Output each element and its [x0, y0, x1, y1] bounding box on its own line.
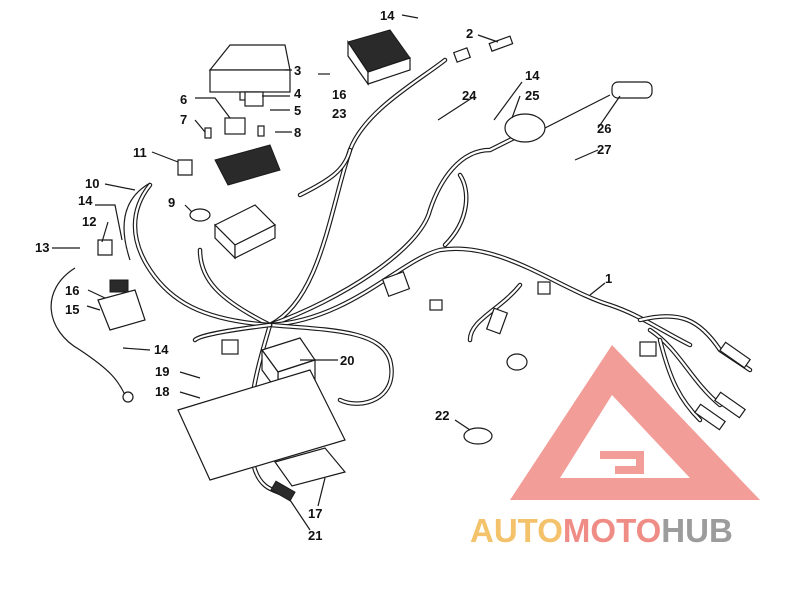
callout-4: 4 [294, 86, 302, 101]
callout-3: 3 [294, 63, 301, 78]
callout-9: 9 [168, 195, 175, 210]
callout-14: 14 [78, 193, 93, 208]
callout-5: 5 [294, 103, 301, 118]
clamp-part [189, 208, 211, 222]
callout-16: 16 [332, 87, 346, 102]
callout-7: 7 [180, 112, 187, 127]
callout-23: 23 [332, 106, 346, 121]
callout-11: 11 [133, 145, 147, 160]
callout-2: 2 [466, 26, 473, 41]
terminal-boot [97, 239, 113, 256]
voltage-regulator [347, 29, 411, 86]
relay-part [244, 91, 264, 107]
callout-10: 10 [85, 176, 99, 191]
callout-20: 20 [340, 353, 354, 368]
callout-18: 18 [155, 384, 169, 399]
terminal-boot [177, 159, 193, 176]
callout-19: 19 [155, 364, 169, 379]
mounting-plate [177, 369, 346, 481]
main-harness [132, 57, 753, 498]
fuse-panel [213, 204, 277, 260]
callout-16: 16 [65, 283, 79, 298]
callout-27: 27 [597, 142, 611, 157]
insulator-pad [274, 447, 347, 487]
callout-12: 12 [82, 214, 96, 229]
connector-part [452, 47, 472, 63]
throttle-switch [504, 81, 653, 143]
watermark-hub: HUB [661, 512, 733, 549]
clamp-part [463, 427, 493, 445]
callout-24: 24 [462, 88, 477, 103]
callout-26: 26 [597, 121, 611, 136]
watermark-brand: AUTOMOTOHUB [470, 512, 733, 550]
sensor-part [270, 480, 296, 502]
callout-15: 15 [65, 302, 79, 317]
callout-14: 14 [525, 68, 540, 83]
watermark-moto: MOTO [562, 512, 662, 549]
callout-21: 21 [308, 528, 322, 543]
callout-8: 8 [294, 125, 301, 140]
callout-6: 6 [180, 92, 187, 107]
callout-14: 14 [154, 342, 169, 357]
callout-17: 17 [308, 506, 322, 521]
starter-solenoid [97, 279, 146, 331]
relay-part [224, 117, 246, 135]
watermark-logo [510, 345, 760, 500]
callout-labels: 14 2 3 4 5 6 7 8 16 23 24 14 25 26 27 11… [35, 8, 612, 543]
callout-1: 1 [605, 271, 612, 286]
watermark-auto: AUTO [470, 512, 563, 549]
callout-14: 14 [380, 8, 395, 23]
callout-13: 13 [35, 240, 49, 255]
callout-25: 25 [525, 88, 539, 103]
fuse-block-base [214, 144, 281, 186]
leader-lines [52, 14, 621, 531]
callout-22: 22 [435, 408, 449, 423]
